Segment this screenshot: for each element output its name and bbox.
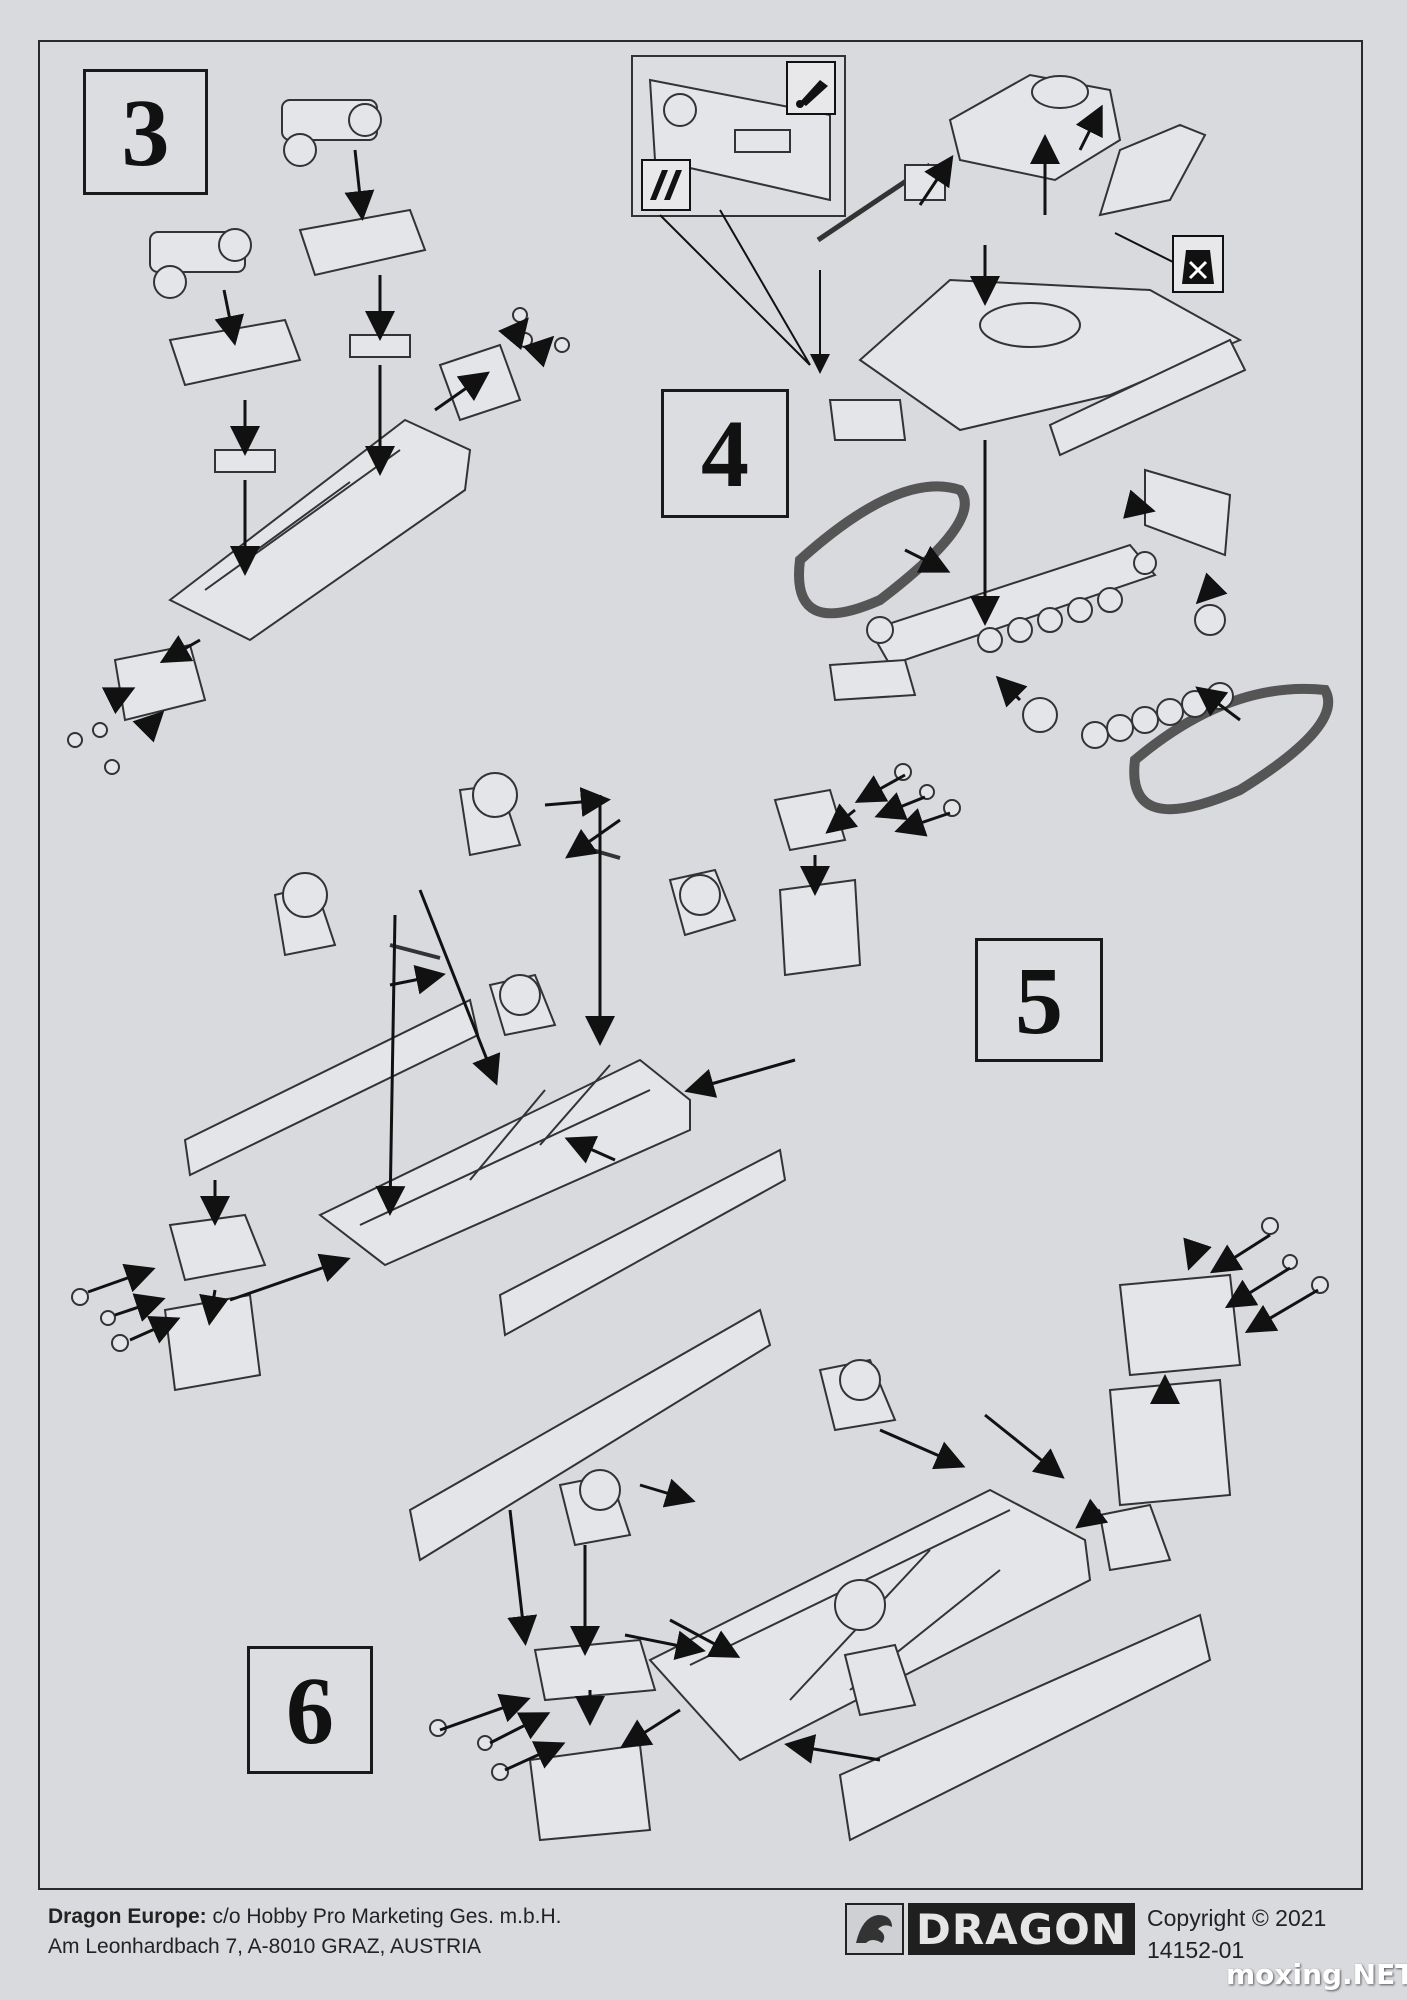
copyright-year: 2021 [1275,1905,1327,1931]
footer-company: Dragon Europe: [48,1905,207,1928]
step3-flatcar-frame [113,418,472,722]
no-glue-icon [1114,232,1224,293]
instruction-sheet-frame [38,40,1363,1890]
step5-pins [71,763,961,1352]
step3-axles [149,99,382,299]
step-number-4: 4 [661,389,789,518]
photo-etch-icon [641,159,691,211]
dragon-emblem-icon [845,1903,904,1955]
assembly-arrows [87,104,1319,1772]
step5-deck [163,788,862,1392]
step6-wheelsets [558,1358,1172,1717]
step-number-5: 5 [975,938,1103,1062]
callout-lines [659,209,811,366]
step6-deck [648,1488,1092,1762]
copyright-symbol: © [1251,1905,1269,1931]
product-code: 14152-01 [1147,1937,1245,1963]
paint-drop-icon [786,61,836,115]
step4-turret [816,73,1207,243]
copyright-label: Copyright [1147,1905,1246,1931]
brand-wordmark: DRAGON [907,1903,1135,1955]
step4-tracks [794,481,1334,815]
step-number-3: 3 [83,69,208,195]
step6-side-panels [408,1273,1242,1842]
footer-address: Dragon Europe: c/o Hobby Pro Marketing G… [48,1902,561,1962]
footer-address-line1: c/o Hobby Pro Marketing Ges. m.b.H. [212,1905,562,1928]
footer-address-line2: Am Leonhardbach 7, A-8010 GRAZ, AUSTRIA [48,1935,482,1958]
step4-running-gear [828,468,1234,749]
step-number-6: 6 [247,1646,373,1774]
step5-wheelsets [273,772,737,1037]
copyright-block: Copyright © 2021 14152-01 [1147,1902,1326,1966]
step4-hull [828,278,1247,457]
dragon-logo: DRAGON [845,1903,1135,1955]
step6-pins [429,1217,1329,1781]
watermark: moxing.NET [1226,1958,1407,1991]
